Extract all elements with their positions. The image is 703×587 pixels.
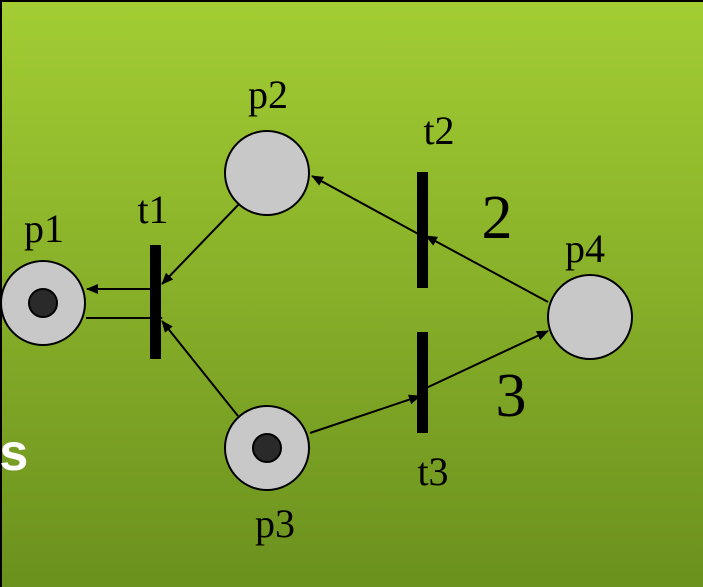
tokens-layer <box>28 288 282 463</box>
arcs-layer <box>86 175 549 434</box>
arc-t3-to-p4 <box>423 330 549 390</box>
token-p3 <box>252 433 282 463</box>
transition-label-t1: t1 <box>137 187 168 232</box>
transition-t3-bar <box>417 332 428 433</box>
arc-weight-label-2: 2 <box>482 184 513 252</box>
arc-t2-to-p2 <box>311 175 423 237</box>
transition-t1-bar <box>150 245 161 359</box>
place-label-p2: p2 <box>248 72 288 117</box>
transition-label-t2: t2 <box>423 108 454 153</box>
transitions-layer <box>150 172 428 433</box>
transition-label-t3: t3 <box>417 449 448 494</box>
places-layer <box>0 130 633 491</box>
token-p1 <box>28 288 58 318</box>
arc-p3-to-t3 <box>309 394 421 434</box>
place-label-p4: p4 <box>565 226 605 271</box>
arc-weight-label-3: 3 <box>496 362 527 430</box>
arc-p2-to-t1 <box>161 202 241 285</box>
transition-t2-bar <box>417 172 428 288</box>
arc-p4-to-t2 <box>425 235 549 303</box>
partial-side-text: ts <box>0 424 28 482</box>
place-p4 <box>547 274 633 360</box>
place-p2 <box>224 130 310 216</box>
labels-layer: p1 p2 p3 p4 t1 t2 t3 2 3 <box>24 72 605 546</box>
place-label-p1: p1 <box>24 206 64 251</box>
arc-p3-to-t1 <box>161 320 239 417</box>
place-label-p3: p3 <box>255 501 295 546</box>
